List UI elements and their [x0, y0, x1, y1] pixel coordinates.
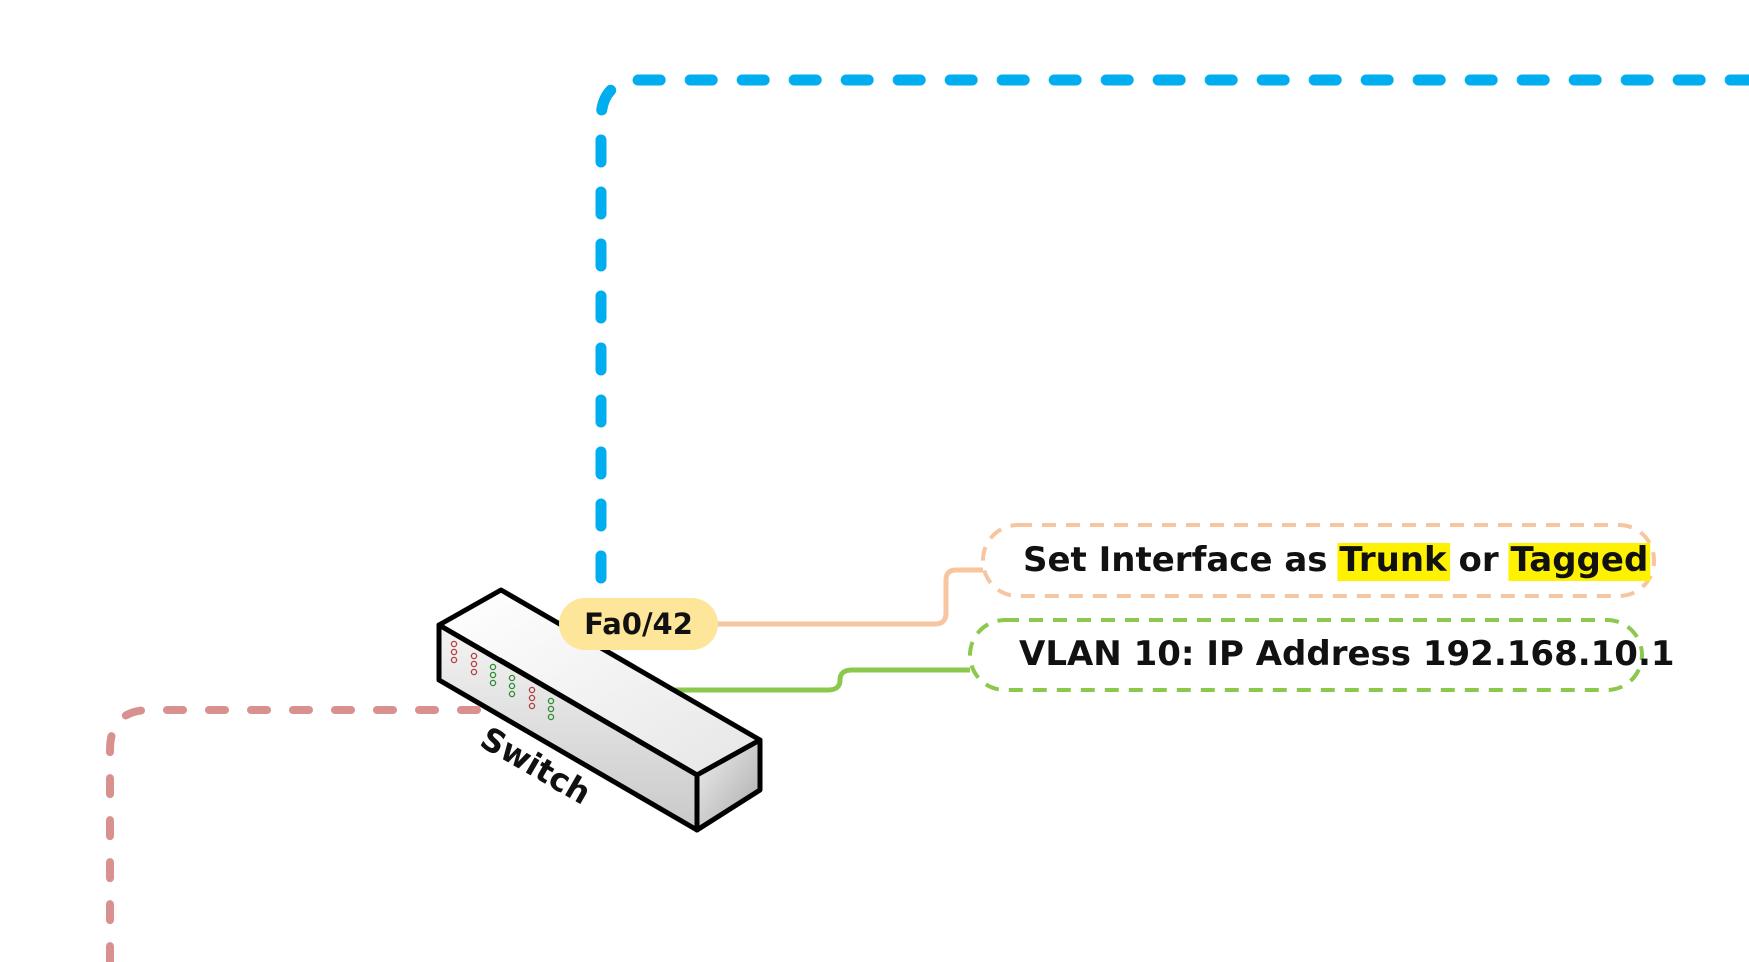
trunk-callout-text: Set Interface as Trunk or Tagged [1023, 540, 1648, 580]
keyword-highlight-marker [1337, 543, 1451, 581]
keyword-highlight-marker [1508, 543, 1651, 581]
port-badge: Fa0/42 [559, 598, 718, 650]
trunk-callout-connector [710, 567, 983, 627]
trunk-callout: Set Interface as Trunk or Tagged [981, 523, 1656, 598]
tagged-keyword-highlight: Tagged [1510, 540, 1648, 580]
trunk-keyword-highlight: Trunk [1339, 540, 1448, 580]
trunk-callout-part-3: or [1447, 540, 1511, 580]
vlan-callout-text: VLAN 10: IP Address 192.168.10.1 [1019, 634, 1675, 674]
trunk-callout-part-1: Set Interface as [1023, 540, 1339, 580]
access-link [106, 706, 481, 962]
vlan-callout: VLAN 10: IP Address 192.168.10.1 [968, 618, 1675, 692]
port-label: Fa0/42 [584, 607, 693, 641]
vlan-callout-connector [673, 667, 970, 693]
trunk-link [595, 74, 1749, 584]
switch-icon [436, 587, 763, 833]
port-leds [450, 640, 555, 721]
